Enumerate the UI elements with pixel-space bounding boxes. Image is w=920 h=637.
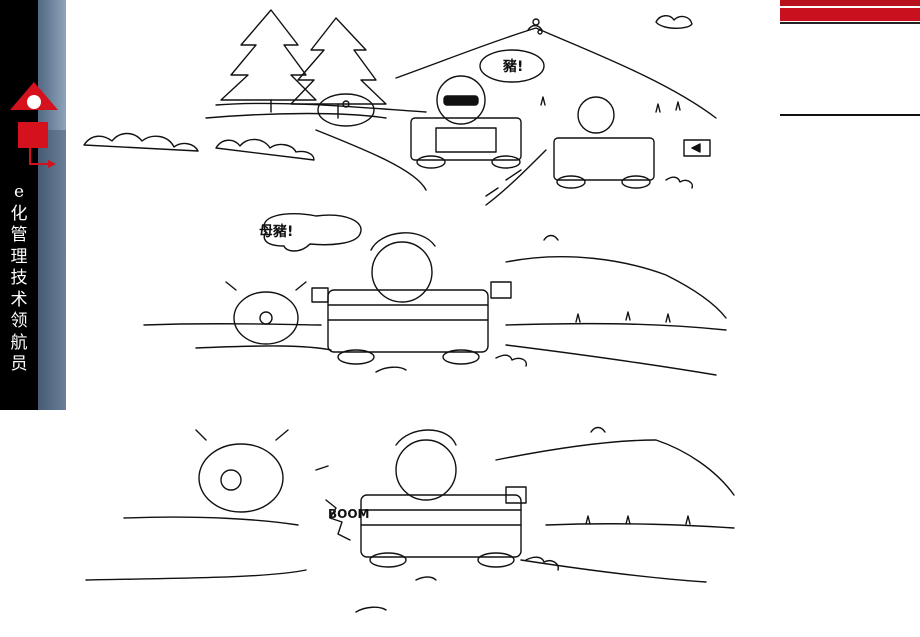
sidebar-black-strip (0, 0, 38, 410)
speech-text-sow: 母豬! (259, 223, 293, 240)
title-char: 化 (10, 203, 28, 224)
panel-2 (143, 213, 727, 376)
panel-1 (83, 9, 717, 206)
title-char: 理 (10, 246, 28, 267)
panel-3 (85, 426, 735, 613)
title-char: 管 (10, 225, 28, 245)
title-char: 技 (10, 268, 28, 288)
title-char: 航 (10, 332, 28, 353)
header-red-bar (780, 8, 920, 21)
title-char: 术 (10, 289, 28, 310)
title-char: 员 (10, 354, 28, 374)
impact-sound-text: BOOM (328, 507, 370, 521)
header-divider (780, 22, 920, 24)
header-black-rule (780, 114, 920, 116)
header-red-bar-top (780, 0, 920, 6)
brand-logo-icon (10, 82, 58, 168)
sidebar-vertical-title: e 化 管 理 技 术 领 航 员 (8, 182, 30, 376)
title-char: 领 (10, 311, 28, 331)
comic-strip: 豬! 母豬 (66, 0, 780, 637)
speech-text-pig: 豬! (502, 58, 523, 75)
title-char: e (13, 182, 25, 202)
